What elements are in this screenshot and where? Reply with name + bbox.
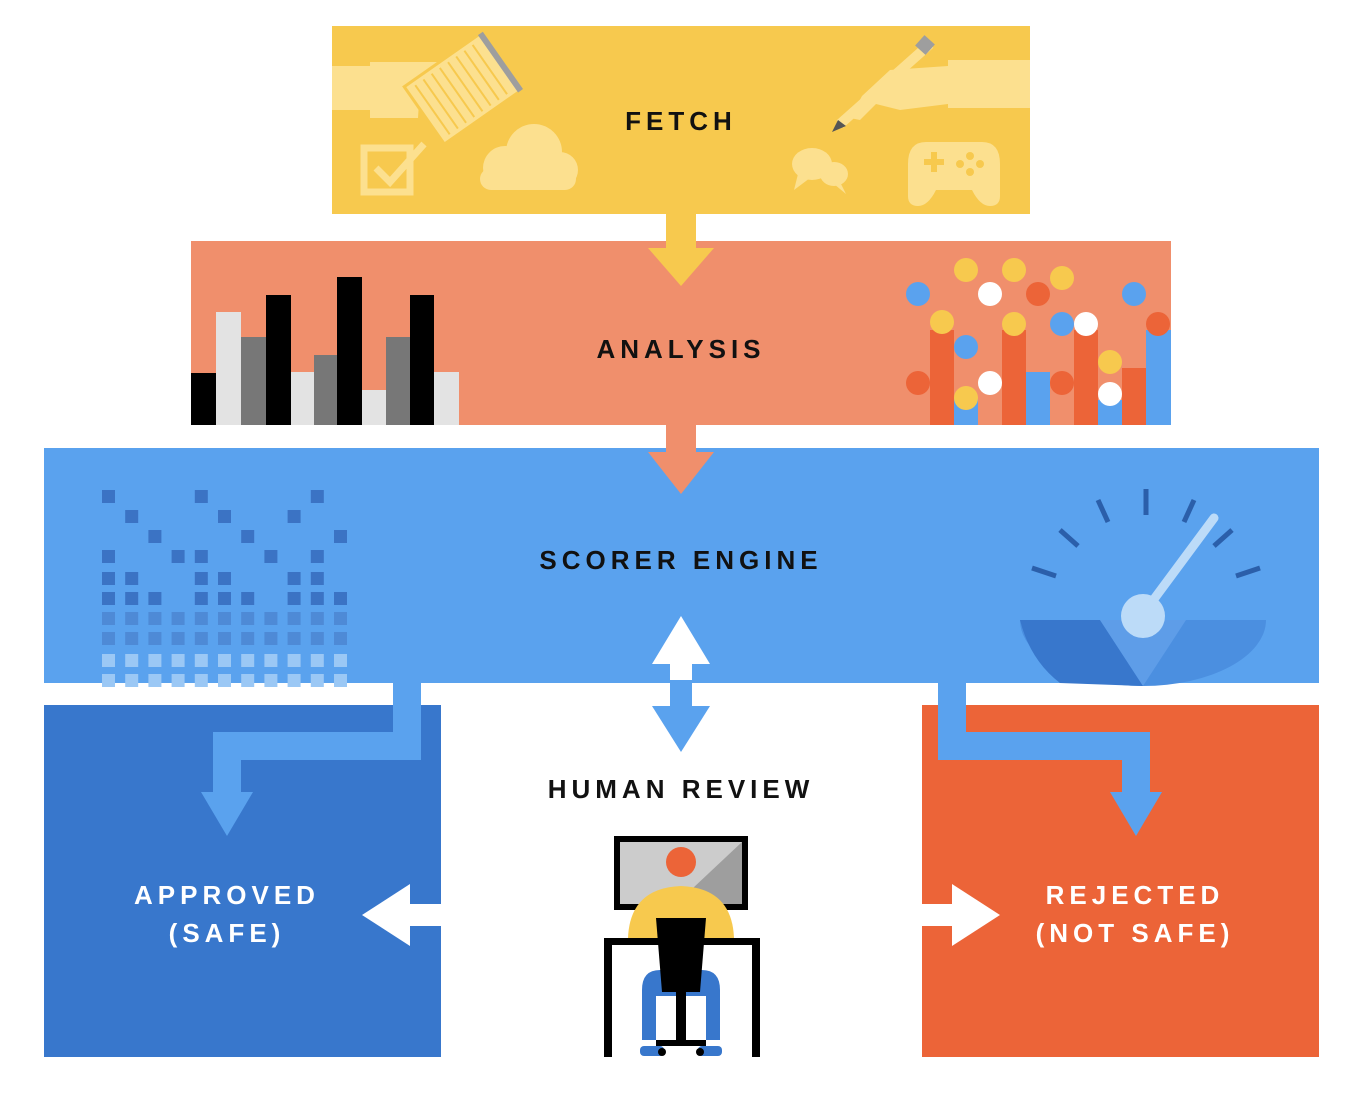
hand-notepad-icon bbox=[332, 31, 523, 147]
hand-pencil-icon bbox=[832, 35, 1030, 132]
cloud-icon bbox=[480, 124, 578, 190]
fetch-to-analysis-arrow bbox=[648, 210, 714, 286]
rejected-label-line1: REJECTED bbox=[1045, 880, 1225, 910]
human-review-label: HUMAN REVIEW bbox=[547, 774, 815, 804]
approved-label: APPROVED (SAFE) bbox=[77, 876, 377, 952]
approved-label-line1: APPROVED bbox=[134, 880, 320, 910]
checkbox-icon bbox=[360, 141, 427, 196]
analysis-to-scorer-arrow bbox=[648, 421, 714, 494]
rejected-panel bbox=[922, 705, 1319, 1057]
scorer-to-approved-arrow bbox=[201, 680, 421, 836]
review-to-rejected-arrow bbox=[922, 884, 1000, 946]
scorer-review-double-arrow bbox=[652, 616, 710, 752]
pixel-grid-icon bbox=[102, 490, 347, 687]
rejected-label: REJECTED (NOT SAFE) bbox=[985, 876, 1285, 952]
approved-label-line2: (SAFE) bbox=[168, 918, 286, 948]
rejected-label-line2: (NOT SAFE) bbox=[1035, 918, 1235, 948]
chat-bubbles-icon bbox=[792, 148, 848, 194]
review-to-approved-arrow bbox=[362, 884, 441, 946]
bar-chart-icon bbox=[191, 277, 459, 425]
scorer-engine-label: SCORER ENGINE bbox=[539, 545, 823, 575]
analysis-label: ANALYSIS bbox=[596, 334, 766, 364]
reviewer-at-computer-icon bbox=[604, 836, 760, 1057]
gamepad-icon bbox=[908, 142, 1000, 206]
fetch-label: FETCH bbox=[625, 106, 737, 136]
approved-panel bbox=[44, 705, 441, 1057]
gauge-icon bbox=[1020, 489, 1266, 686]
dot-bar-chart-icon bbox=[906, 258, 1171, 425]
scorer-to-rejected-arrow bbox=[938, 680, 1162, 836]
